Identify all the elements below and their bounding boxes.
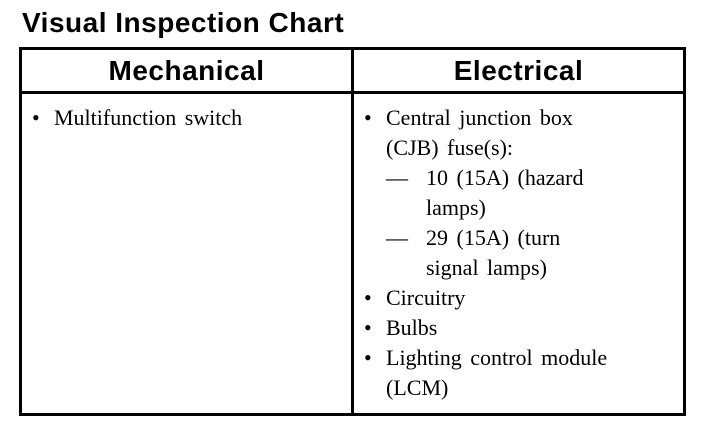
text-line: (CJB) fuse(s): (386, 135, 514, 160)
list-item-text: Multifunction switch (54, 103, 345, 133)
bullet-marker: • (32, 105, 40, 130)
mechanical-cell: • Multifunction switch (19, 91, 354, 416)
text-line: 29 (15A) (turn (426, 225, 561, 250)
text-line: Multifunction switch (54, 105, 243, 130)
column-header-electrical: Electrical (351, 47, 686, 94)
list-item-circuitry: • Circuitry (364, 283, 677, 313)
bullet-marker: • (364, 345, 372, 370)
text-line: lamps) (426, 195, 486, 220)
page-title: Visual Inspection Chart (22, 7, 345, 38)
list-item-text: Circuitry (386, 283, 677, 313)
text-line: Lighting control module (386, 345, 608, 370)
text-line: 10 (15A) (hazard (426, 165, 584, 190)
dash-marker: — (386, 165, 408, 190)
list-item-text: 29 (15A) (turn signal lamps) (426, 223, 677, 283)
list-item-text: Lighting control module (LCM) (386, 343, 677, 403)
list-subitem-fuse-10: — 10 (15A) (hazard lamps) (386, 163, 677, 223)
list-item-lighting-control-module: • Lighting control module (LCM) (364, 343, 677, 403)
table-body-row: • Multifunction switch • Central junctio… (19, 91, 686, 416)
text-line: Central junction box (386, 105, 573, 130)
bullet-marker: • (364, 285, 372, 310)
list-item-bulbs: • Bulbs (364, 313, 677, 343)
dash-marker: — (386, 225, 408, 250)
list-item-cjb-fuses: • Central junction box (CJB) fuse(s): (364, 103, 677, 163)
list-subitem-fuse-29: — 29 (15A) (turn signal lamps) (386, 223, 677, 283)
list-item-text: 10 (15A) (hazard lamps) (426, 163, 677, 223)
text-line: Circuitry (386, 285, 466, 310)
table-header-row: Mechanical Electrical (19, 47, 686, 94)
text-line: (LCM) (386, 375, 449, 400)
text-line: Bulbs (386, 315, 438, 340)
text-line: signal lamps) (426, 255, 547, 280)
visual-inspection-table: Mechanical Electrical • Multifunction sw… (19, 47, 686, 416)
list-item-multifunction-switch: • Multifunction switch (32, 103, 345, 133)
bullet-marker: • (364, 315, 372, 340)
electrical-cell: • Central junction box (CJB) fuse(s): — … (351, 91, 686, 416)
list-item-text: Central junction box (CJB) fuse(s): (386, 103, 677, 163)
list-item-text: Bulbs (386, 313, 677, 343)
column-header-mechanical: Mechanical (19, 47, 354, 94)
bullet-marker: • (364, 105, 372, 130)
